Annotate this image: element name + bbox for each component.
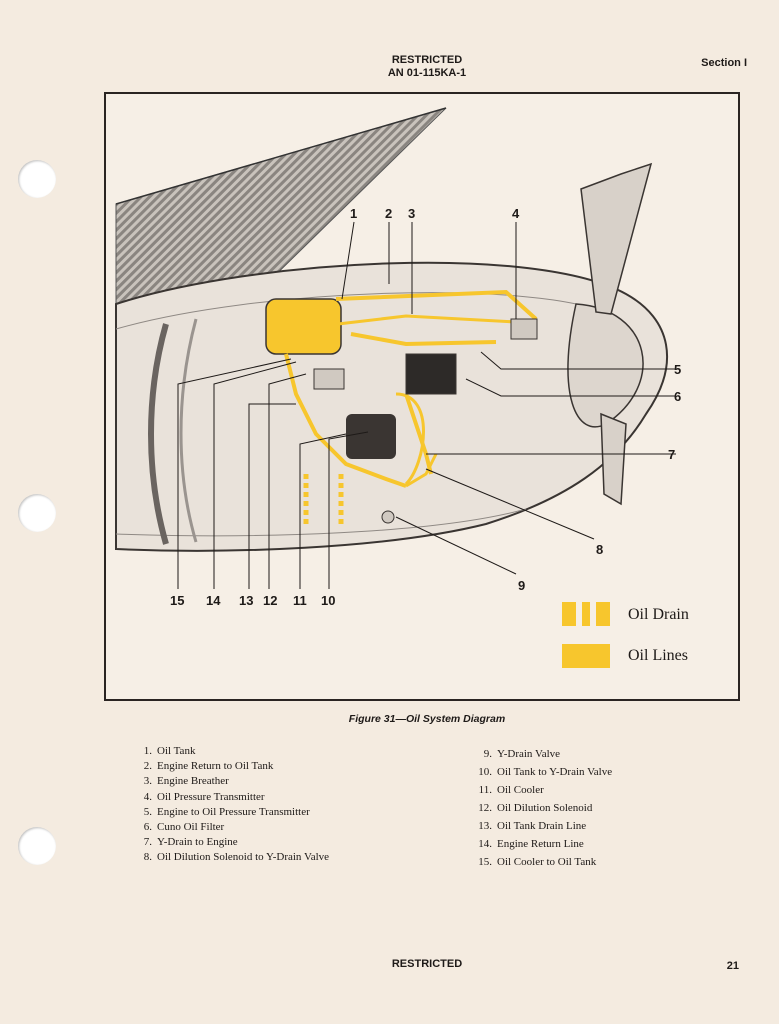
legend-swatch-oil-drain (562, 602, 610, 626)
list-item: 2.Engine Return to Oil Tank (143, 760, 274, 773)
callout-9: 9 (518, 578, 526, 593)
propeller-blade-upper (580, 162, 653, 315)
callout-4: 4 (512, 206, 520, 221)
callout-13: 13 (239, 593, 254, 608)
list-item: 10.Oil Tank to Y-Drain Valve (478, 766, 613, 778)
oil-tank-shape (265, 298, 342, 355)
oil-system-illustration (115, 107, 676, 668)
list-item: 6.Cuno Oil Filter (143, 820, 225, 833)
callout-5: 5 (674, 362, 682, 377)
page-number: 21 (726, 960, 739, 972)
legend-swatch-oil-lines (562, 644, 610, 668)
list-item: 7.Y-Drain to Engine (143, 836, 238, 849)
binder-hole-bottom (18, 827, 56, 865)
list-item: 1.Oil Tank (143, 745, 196, 757)
oil-system-figure: 1 2 3 4 5 6 7 8 9 10 11 12 13 14 15 Oil … (104, 92, 740, 701)
callout-12: 12 (263, 593, 278, 608)
list-item: 9.Y-Drain Valve (483, 748, 561, 760)
callout-7: 7 (668, 447, 676, 462)
binder-hole-top (18, 160, 56, 198)
list-item: 3.Engine Breather (143, 775, 229, 788)
parts-list-right: 9.Y-Drain Valve 10.Oil Tank to Y-Drain V… (470, 748, 612, 874)
list-item: 11.Oil Cooler (478, 784, 544, 796)
parts-list-left: 1.Oil Tank 2.Engine Return to Oil Tank 3… (130, 745, 329, 867)
page-header: RESTRICTED AN 01-115KA-1 (300, 54, 554, 80)
callout-14: 14 (206, 593, 221, 608)
callout-11: 11 (293, 593, 307, 608)
list-item: 12.Oil Dilution Solenoid (478, 802, 593, 814)
figure-caption: Figure 31—Oil System Diagram (348, 713, 506, 725)
legend-label-oil-lines: Oil Lines (628, 647, 688, 664)
list-item: 13.Oil Tank Drain Line (478, 820, 587, 832)
list-item: 8.Oil Dilution Solenoid to Y-Drain Valve (143, 851, 330, 864)
list-item: 14.Engine Return Line (478, 838, 584, 850)
propeller-blade-lower (600, 412, 627, 506)
callout-10: 10 (321, 593, 336, 608)
legend-label-oil-drain: Oil Drain (628, 606, 689, 623)
footer-classification: RESTRICTED (391, 958, 463, 970)
callout-2: 2 (385, 206, 393, 221)
callout-15: 15 (170, 593, 185, 608)
binder-hole-middle (18, 494, 56, 532)
callout-8: 8 (596, 542, 604, 557)
list-item: 4.Oil Pressure Transmitter (143, 790, 265, 803)
header-doc-number: AN 01-115KA-1 (387, 67, 467, 79)
header-section: Section I (701, 57, 747, 69)
header-classification: RESTRICTED (391, 54, 463, 66)
list-item: 15.Oil Cooler to Oil Tank (478, 856, 597, 868)
list-item: 5.Engine to Oil Pressure Transmitter (143, 805, 310, 818)
callout-3: 3 (408, 206, 416, 221)
callout-6: 6 (674, 389, 682, 404)
callout-1: 1 (350, 206, 358, 221)
